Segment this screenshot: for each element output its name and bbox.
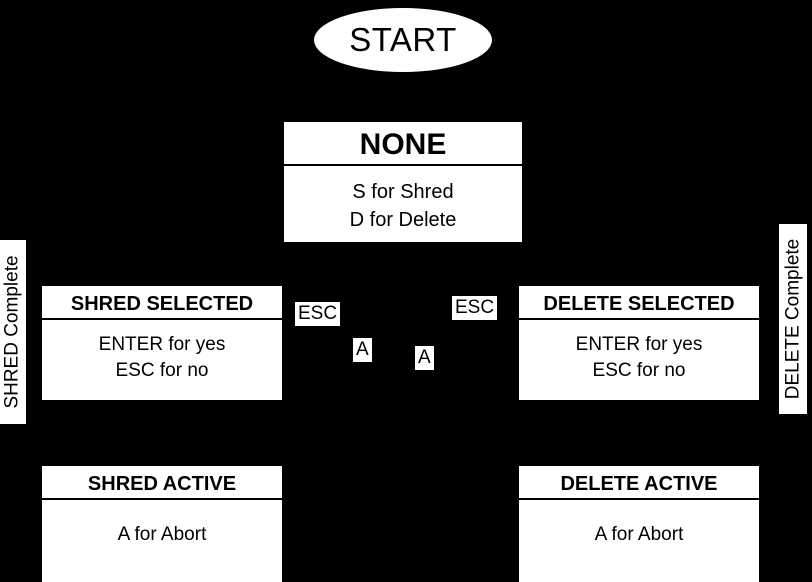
state-node-delete-selected-line-1: ENTER for yes — [575, 334, 703, 355]
state-node-none-line-2: D for Delete — [349, 209, 457, 231]
state-node-shred-selected-line-2: ESC for no — [115, 360, 209, 381]
state-node-none-title: NONE — [284, 122, 522, 166]
state-node-delete-active-body: A for Abort — [519, 500, 759, 548]
state-node-delete-active: DELETE ACTIVE A for Abort — [519, 466, 759, 582]
state-node-delete-selected-body: ENTER for yes ESC for no — [519, 320, 759, 384]
edge-label-abort-left: A — [353, 338, 372, 362]
edge-label-delete-complete-text: DELETE Complete — [782, 238, 804, 400]
state-node-none: NONE S for Shred D for Delete — [284, 122, 522, 242]
edge-label-delete-complete: DELETE Complete — [779, 224, 807, 414]
state-node-shred-selected-line-1: ENTER for yes — [98, 334, 226, 355]
state-node-delete-selected-title: DELETE SELECTED — [519, 286, 759, 320]
state-node-delete-active-title: DELETE ACTIVE — [519, 466, 759, 500]
edge-label-shred-complete: SHRED Complete — [0, 240, 26, 424]
start-node: START — [314, 8, 492, 72]
state-node-delete-selected-line-2: ESC for no — [592, 360, 686, 381]
state-node-shred-active: SHRED ACTIVE A for Abort — [42, 466, 282, 582]
edge-label-abort-right: A — [415, 346, 434, 370]
state-node-shred-selected: SHRED SELECTED ENTER for yes ESC for no — [42, 286, 282, 400]
state-node-delete-active-line-1: A for Abort — [594, 524, 684, 545]
state-node-shred-active-title: SHRED ACTIVE — [42, 466, 282, 500]
edge-label-esc-right: ESC — [452, 296, 498, 320]
edge-label-esc-left: ESC — [295, 302, 341, 326]
state-node-none-body: S for Shred D for Delete — [284, 166, 522, 234]
state-node-shred-selected-body: ENTER for yes ESC for no — [42, 320, 282, 384]
edge-label-shred-complete-text: SHRED Complete — [2, 255, 24, 409]
state-node-shred-active-line-1: A for Abort — [117, 524, 207, 545]
state-node-shred-active-body: A for Abort — [42, 500, 282, 548]
state-node-shred-selected-title: SHRED SELECTED — [42, 286, 282, 320]
state-node-delete-selected: DELETE SELECTED ENTER for yes ESC for no — [519, 286, 759, 400]
start-node-label: START — [349, 21, 457, 58]
state-node-none-line-1: S for Shred — [352, 181, 454, 203]
